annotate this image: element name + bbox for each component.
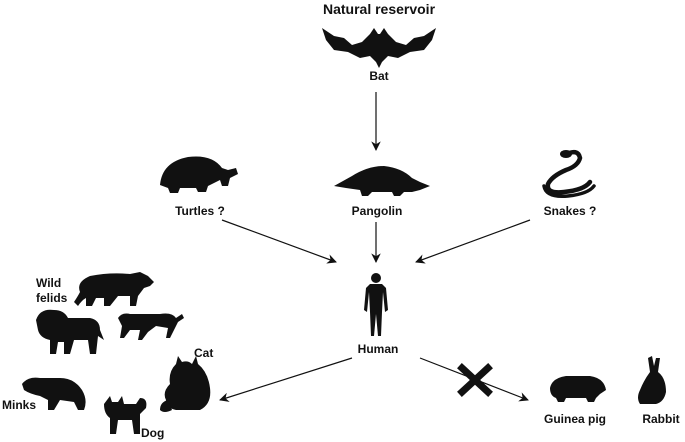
mink-icon xyxy=(22,377,86,410)
snakes-label: Snakes ? xyxy=(544,204,597,218)
minks-label: Minks xyxy=(2,398,36,412)
arrow-human-to-pets xyxy=(219,357,353,402)
turtles-label: Turtles ? xyxy=(175,204,225,218)
lion-icon xyxy=(36,309,104,354)
guinea-pig-icon xyxy=(550,376,606,402)
bat-icon xyxy=(322,28,436,68)
cheetah-icon xyxy=(118,313,184,340)
bat-label: Bat xyxy=(369,69,388,83)
arrow-snakes-to-human xyxy=(415,219,531,264)
cat-icon xyxy=(160,356,211,412)
wild-felids-label-line2: felids xyxy=(36,291,68,305)
human-label: Human xyxy=(358,342,399,356)
human-icon xyxy=(364,273,388,336)
guinea-pig-label: Guinea pig xyxy=(544,412,606,426)
snake-icon xyxy=(542,149,596,199)
turtle-icon xyxy=(160,156,238,193)
rabbit-icon xyxy=(638,356,666,404)
dog-label: Dog xyxy=(141,426,164,440)
wild-felids-label-line1: Wild xyxy=(36,276,61,290)
dog-icon xyxy=(104,396,147,434)
tiger-icon xyxy=(74,272,154,306)
pangolin-icon xyxy=(334,166,430,196)
arrow-turtles-to-human xyxy=(221,219,337,264)
cross-icon xyxy=(457,363,493,397)
cat-label: Cat xyxy=(194,346,213,360)
diagram-title: Natural reservoir xyxy=(323,1,436,17)
rabbit-label: Rabbit xyxy=(642,412,679,426)
pangolin-label: Pangolin xyxy=(352,204,403,218)
